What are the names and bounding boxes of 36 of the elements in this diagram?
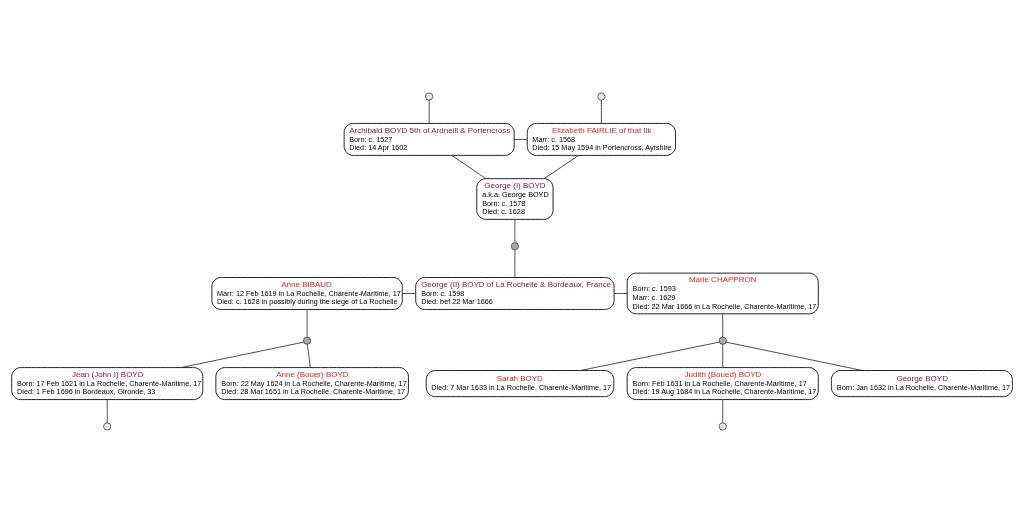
connector: [106, 398, 108, 423]
connector: [402, 292, 417, 294]
node-circle: [103, 421, 112, 430]
node-box: Judith (Boued) BOYD Born: Feb 1631 in La Rochelle, Charente-Maritime, 17 Died: 19 Aug 1684 in La Rochelle, Charente-Maritime, 17: [626, 366, 819, 400]
connector: [600, 99, 602, 124]
connector: [613, 292, 628, 294]
node-box: George (I) BOYD a.k.a. George BOYD Born: c. 1578 Died: c. 1628: [476, 177, 554, 220]
node-box: Archibald BOYD 5th of Ardneill & Portencross Born: c. 1527 Died: 14 Apr 1602: [343, 122, 515, 156]
connector: [307, 343, 311, 368]
connector: [306, 308, 308, 337]
node-circle: [718, 421, 727, 430]
connector: [722, 398, 724, 423]
node-circle: [510, 241, 519, 250]
node-box: Marie CHAPPRON Born: c. 1593 Marr: c. 1629 Died: 22 Mar 1666 in La Rochelle, Charente-Maritime, 17: [626, 272, 819, 314]
node-circle: [425, 92, 434, 101]
node-circle: [718, 336, 727, 345]
node-box: George (II) BOYD of La Rochelle & Bordeaux, France Born: c. 1598 Died: bef 22 Mar 1666: [415, 276, 615, 310]
node-box: Jean (John I) BOYD Born: 17 Feb 1621 in La Rochelle, Charente-Maritime, 17 Died: 1 Feb 1696 in Bordeaux, Gironde, 33: [11, 366, 204, 400]
connector: [180, 341, 305, 368]
node-circle: [597, 92, 606, 101]
connector: [514, 218, 516, 243]
connector: [722, 343, 724, 368]
connector: [428, 99, 430, 124]
connector: [543, 154, 580, 179]
node-box: Anne (Bouer) BOYD Born: 22 May 1624 in La Rochelle, Charente-Maritime, 17 Died: 28 Mar 1651 in La Rochelle, Charente-Maritime, 17: [215, 366, 409, 400]
connector: [725, 341, 863, 371]
connector: [514, 249, 516, 278]
node-circle: [303, 336, 312, 345]
connector: [722, 312, 724, 337]
connector: [513, 138, 528, 140]
connector: [580, 341, 720, 371]
node-box: Anne BIBAUD Marr: 12 Feb 1619 in La Rochelle, Charente-Maritime, 17 Died: c. 1628 in possibly during the siege of La Rochelle: [211, 276, 403, 310]
node-box: Sarah BOYD Died: 7 Mar 1633 in La Rochelle, Charente-Maritime, 17: [425, 369, 615, 397]
node-box: George BOYD Born: Jan 1632 in La Rochelle, Charente-Maritime, 17: [830, 369, 1013, 397]
connector: [451, 154, 487, 179]
node-box: Elizabeth FAIRLIE of that Ilk Marr: c. 1568 Died: 15 May 1594 in Portencross, Ayrshire: [526, 122, 676, 156]
